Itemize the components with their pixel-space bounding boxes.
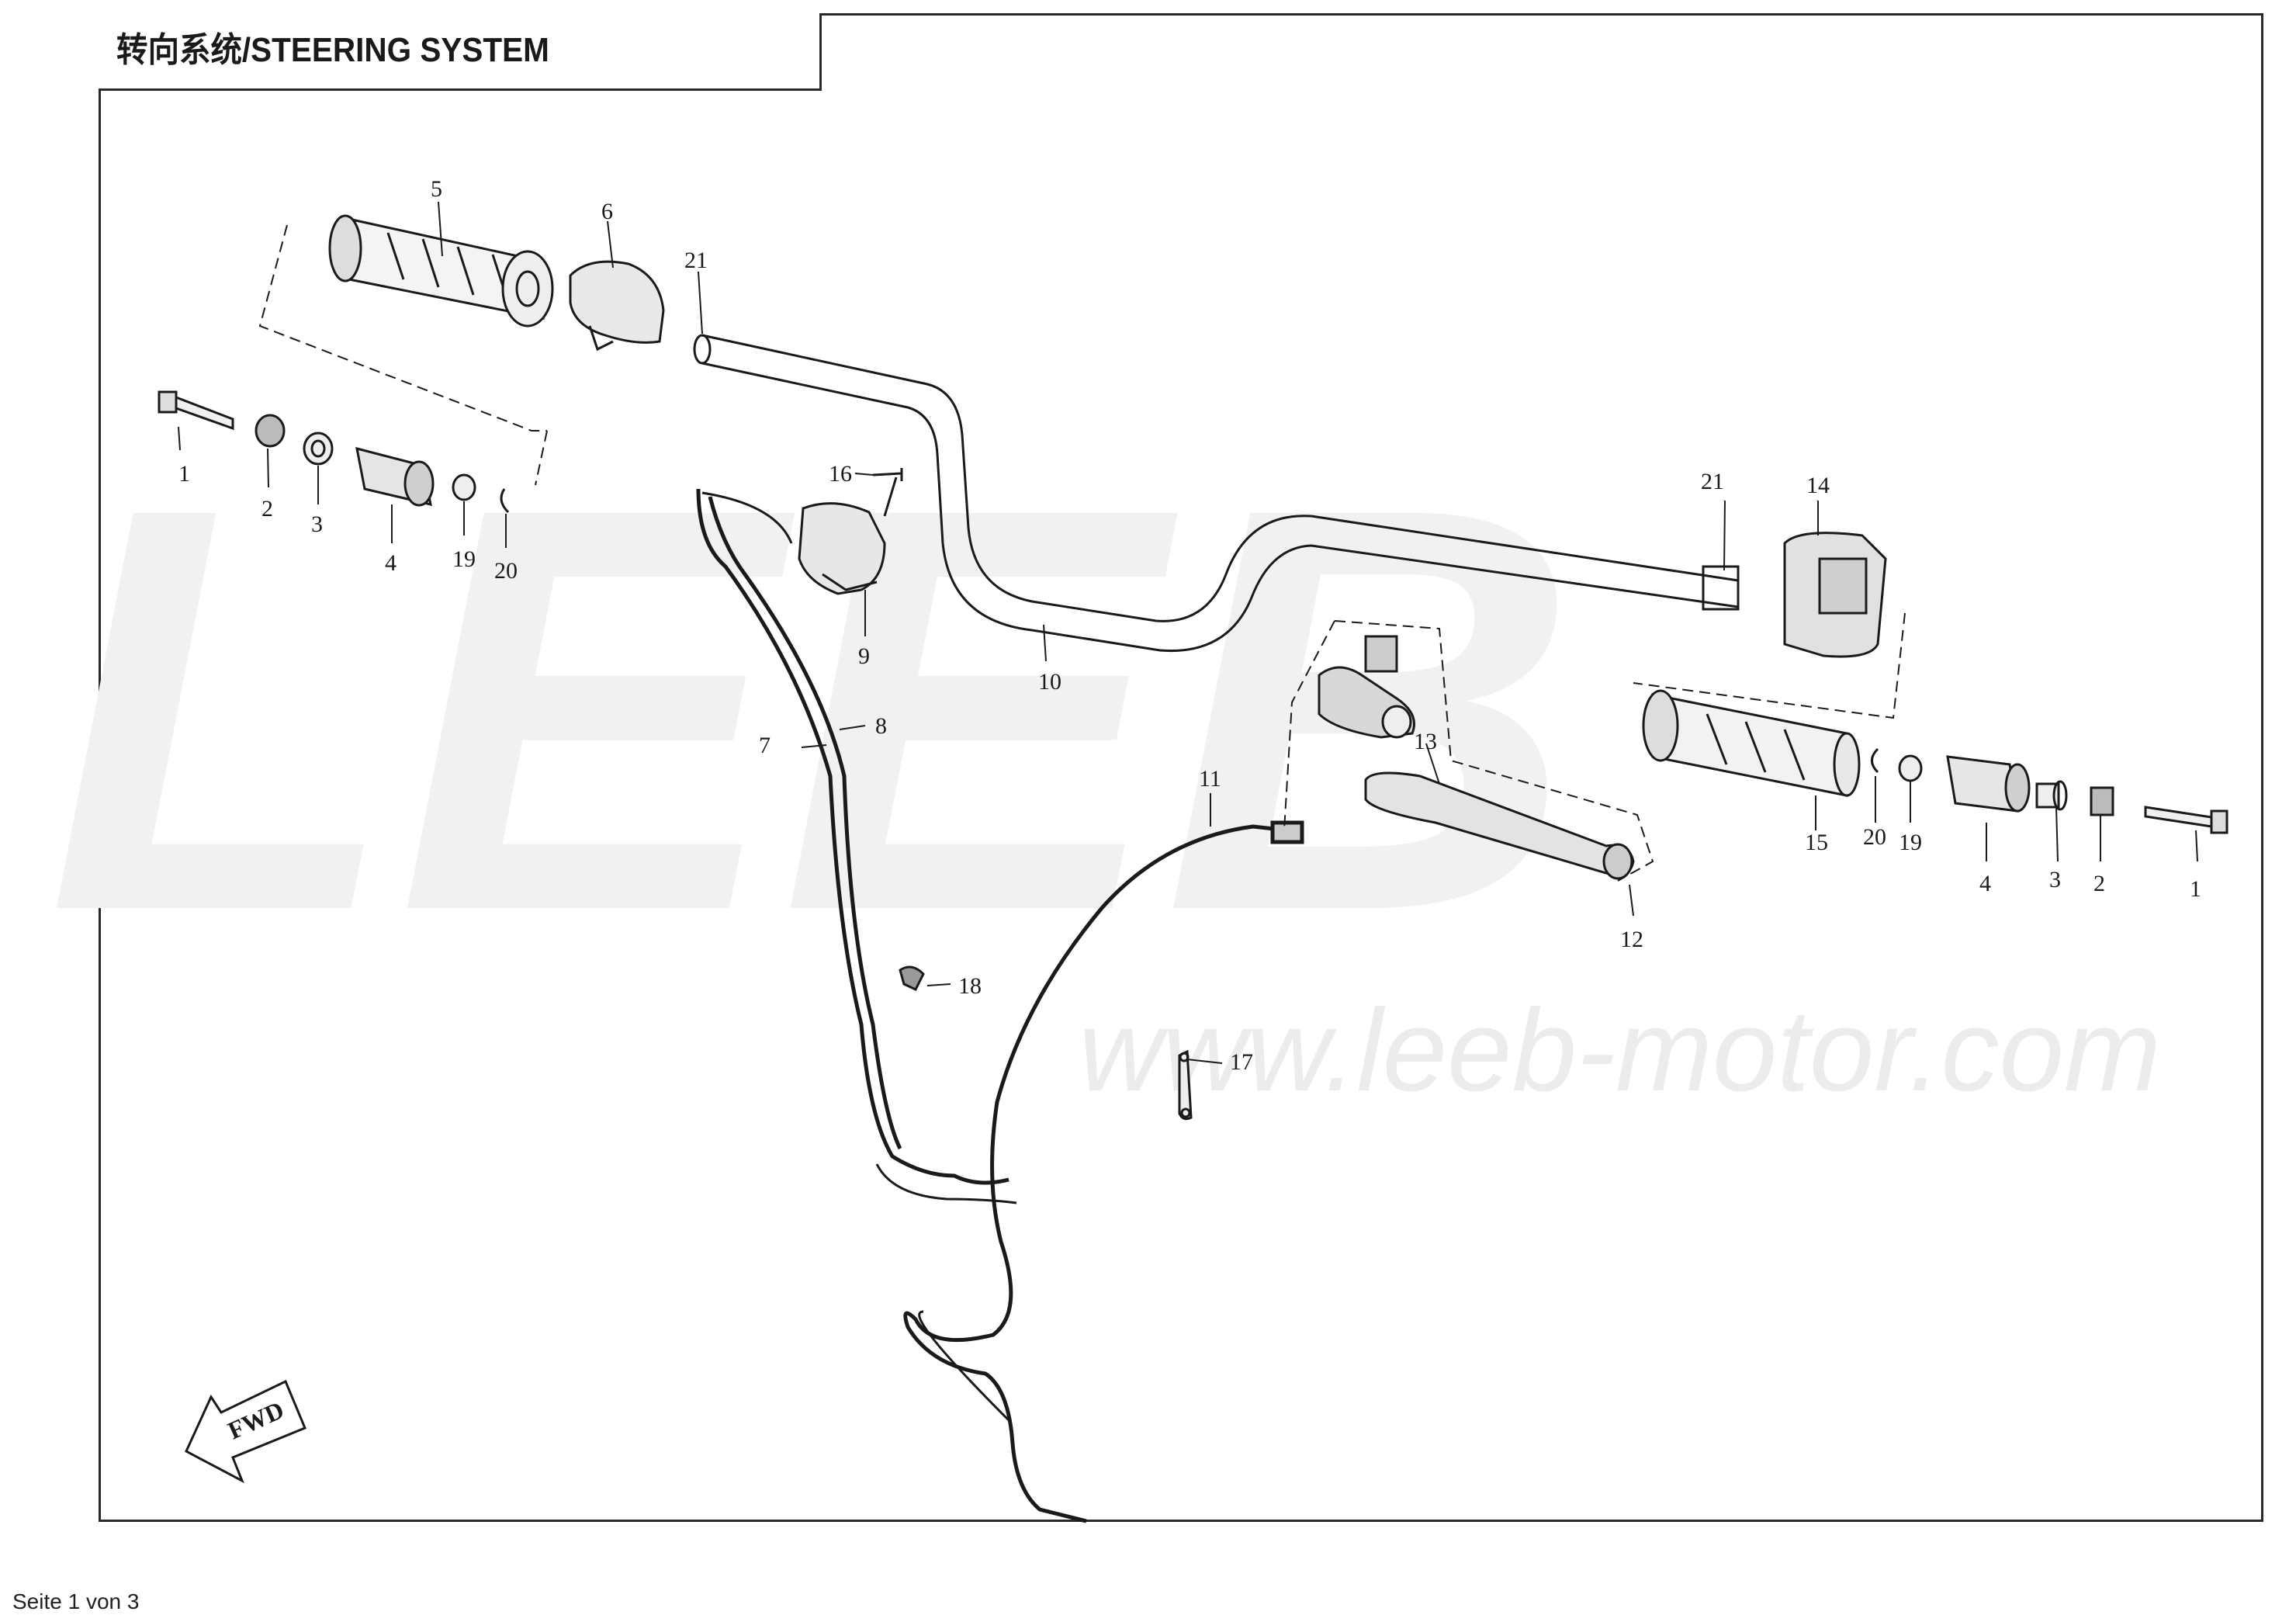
right-end-parts xyxy=(1871,747,2228,834)
page-title: 转向系统/STEERING SYSTEM xyxy=(116,31,549,69)
brake-hose xyxy=(903,820,1304,1523)
callout-6: 6 xyxy=(601,199,613,224)
watermark-url: www.leeb-motor.com xyxy=(1079,985,2161,1115)
callout-9: 9 xyxy=(858,643,870,669)
callout-1-left: 1 xyxy=(178,461,190,487)
title-box xyxy=(99,13,822,91)
right-switch-housing xyxy=(1783,532,1887,658)
callout-18: 18 xyxy=(958,973,982,999)
callout-15: 15 xyxy=(1805,830,1828,855)
drawing-frame xyxy=(99,13,2263,1522)
throttle-cables xyxy=(696,488,1017,1204)
callout-3-right: 3 xyxy=(2049,867,2061,892)
bracket-17 xyxy=(1178,1049,1193,1121)
callout-20-right: 20 xyxy=(1863,824,1886,850)
callout-16: 16 xyxy=(829,461,852,487)
right-grip xyxy=(1642,689,1861,797)
brake-master-cylinder xyxy=(1318,635,1415,739)
page-footer: Seite 1 von 3 xyxy=(12,1589,140,1613)
callout-2-right: 2 xyxy=(2093,871,2105,896)
callout-11: 11 xyxy=(1199,766,1221,792)
callout-17: 17 xyxy=(1230,1049,1253,1075)
callout-19-left: 19 xyxy=(452,546,476,572)
callout-4-left: 4 xyxy=(385,550,397,576)
callout-4-right: 4 xyxy=(1979,871,1991,896)
clip-18 xyxy=(899,965,925,991)
brake-lever xyxy=(1364,771,1635,880)
callout-19-right: 19 xyxy=(1899,830,1922,855)
forward-direction-arrow xyxy=(185,1379,306,1484)
callout-10: 10 xyxy=(1038,669,1061,695)
callout-21-left: 21 xyxy=(684,248,708,273)
callout-12: 12 xyxy=(1620,927,1643,952)
callout-3-left: 3 xyxy=(311,511,323,537)
callout-labels: 5 6 21 1 2 3 4 19 20 16 9 10 7 8 11 18 1… xyxy=(178,176,2201,1075)
left-end-parts xyxy=(158,390,510,514)
handlebar-tube xyxy=(693,334,1740,653)
callout-2-left: 2 xyxy=(261,496,273,522)
callout-14: 14 xyxy=(1806,473,1830,498)
leader-lines xyxy=(178,201,2198,1064)
callout-20-left: 20 xyxy=(494,558,518,584)
part-16-screw xyxy=(872,468,903,517)
throttle-housing xyxy=(569,260,665,352)
left-grip-assembly xyxy=(328,214,554,328)
callout-5: 5 xyxy=(431,176,442,202)
callout-21-right: 21 xyxy=(1701,469,1724,494)
part-9-housing xyxy=(798,502,886,595)
callout-1-right: 1 xyxy=(2190,876,2201,902)
callout-8: 8 xyxy=(875,713,887,739)
callout-7: 7 xyxy=(759,733,771,758)
callout-13: 13 xyxy=(1414,729,1437,754)
